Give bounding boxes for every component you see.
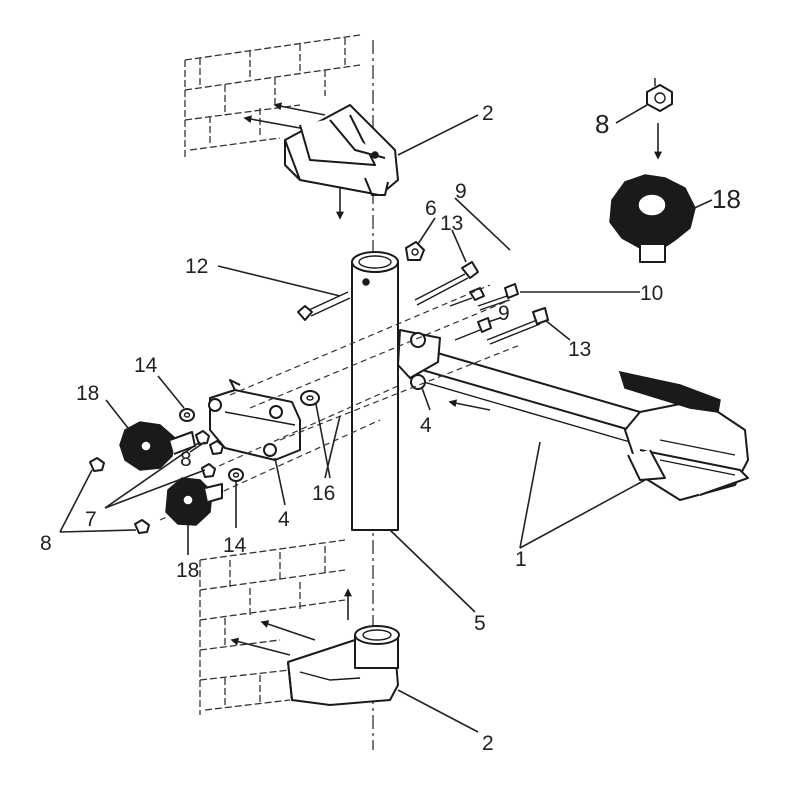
callout-5: 5 (474, 612, 486, 635)
screw-12 (297, 291, 351, 321)
callout-13-a: 13 (440, 212, 463, 235)
callout-9-a: 9 (455, 180, 467, 203)
callout-4-mid: 4 (278, 508, 290, 531)
callout-18-bottom: 18 (176, 559, 199, 582)
callout-14-b: 14 (223, 534, 247, 557)
washer-16 (300, 390, 320, 406)
callout-16: 16 (312, 482, 335, 505)
callout-8-mid: 8 (180, 448, 192, 471)
washer-14-upper (179, 408, 195, 422)
clamp-block-4 (208, 379, 301, 461)
callout-10: 10 (640, 282, 663, 305)
callout-7: 7 (85, 508, 97, 531)
bottom-wall-bricks (199, 539, 346, 715)
callout-1: 1 (515, 548, 527, 571)
arrow-bottom-1 (230, 637, 291, 656)
screw-13-upper (414, 261, 479, 306)
callout-8-left: 8 (40, 532, 52, 555)
callout-2-bottom: 2 (482, 732, 494, 755)
screw-9-lower (454, 317, 492, 341)
callout-12: 12 (185, 255, 208, 278)
assembly-line-1 (229, 284, 491, 396)
arrow-top-1 (243, 115, 301, 129)
wall-bracket-bottom (287, 625, 400, 706)
assembly-line-2 (249, 299, 511, 409)
star-knob-18-top (609, 174, 696, 263)
arrow-bottom-2 (260, 620, 316, 641)
nut-6 (405, 241, 425, 261)
callout-4-right: 4 (420, 414, 432, 437)
callout-2-top: 2 (482, 102, 494, 125)
leader-lines (59, 104, 713, 733)
arrow-top-2 (273, 102, 326, 116)
arrow-arm-left (448, 399, 491, 411)
screw-10 (477, 283, 519, 311)
callout-9-b: 9 (498, 302, 510, 325)
nuts-8-left (89, 430, 224, 534)
wall-bracket-top (284, 104, 399, 196)
callout-14-a: 14 (134, 354, 158, 377)
callout-8-top: 8 (595, 109, 609, 139)
screw-9-upper (449, 287, 485, 307)
screw-13-lower (486, 307, 549, 345)
callout-18-top: 18 (712, 184, 741, 214)
callout-18-left: 18 (76, 382, 99, 405)
star-knob-18-left (119, 421, 196, 471)
assembly-line-4 (209, 384, 401, 471)
washer-14-lower (228, 468, 244, 482)
callout-13-b: 13 (568, 338, 591, 361)
vertical-tube-5 (351, 251, 399, 531)
star-knob-18-bottom (165, 477, 223, 526)
support-arm-1 (397, 329, 749, 501)
nut-8-top (646, 78, 673, 112)
callout-6: 6 (425, 197, 437, 220)
